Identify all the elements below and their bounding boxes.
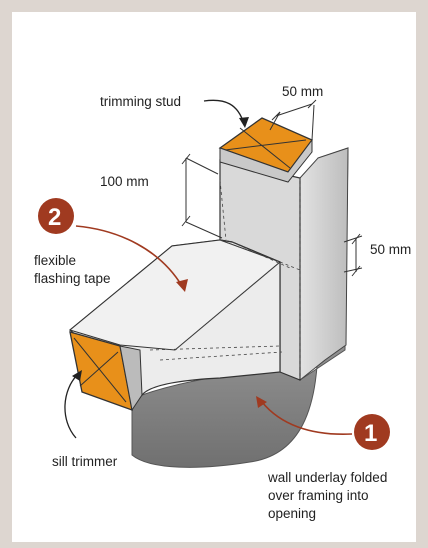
svg-text:1: 1 xyxy=(364,420,377,447)
trimming-stud-top xyxy=(218,117,314,183)
wall-underlay-arrow xyxy=(261,401,353,436)
dimension-side xyxy=(343,233,363,277)
wall-underlay-label-line1: wall underlay folded xyxy=(267,470,387,485)
badge-wall-underlay: 1 xyxy=(354,414,390,450)
flashing-tape-arrowhead xyxy=(176,279,188,292)
trimming-stud-arrow xyxy=(203,99,245,125)
dim-side-label: 50 mm xyxy=(370,242,411,257)
dimension-height xyxy=(181,153,223,239)
svg-text:2: 2 xyxy=(48,204,61,231)
sill-trimmer-end xyxy=(69,331,143,412)
dimension-stud-width xyxy=(269,99,317,141)
flashing-tape-arrow xyxy=(75,225,183,287)
wall-underlay-label-line3: opening xyxy=(268,506,316,521)
flashing-tape-label-line1: flexible xyxy=(34,253,76,268)
fold-lines xyxy=(149,178,301,380)
sill-trimmer-arrow xyxy=(64,373,79,439)
stud-side-face xyxy=(299,147,349,382)
sill-trimmer-label: sill trimmer xyxy=(52,454,118,469)
trimming-stud-label: trimming stud xyxy=(100,94,181,109)
flashing-tape-label-line2: flashing tape xyxy=(34,271,111,286)
wall-underlay-arrowhead xyxy=(256,396,267,408)
sill-trimmer-arrowhead xyxy=(72,370,82,381)
dim-stud-width-label: 50 mm xyxy=(282,84,323,99)
badge-flashing-tape: 2 xyxy=(38,198,74,234)
wall-underlay-label-line2: over framing into xyxy=(268,488,369,503)
dim-height-label: 100 mm xyxy=(100,174,149,189)
trimming-stud-arrowhead xyxy=(239,117,249,128)
